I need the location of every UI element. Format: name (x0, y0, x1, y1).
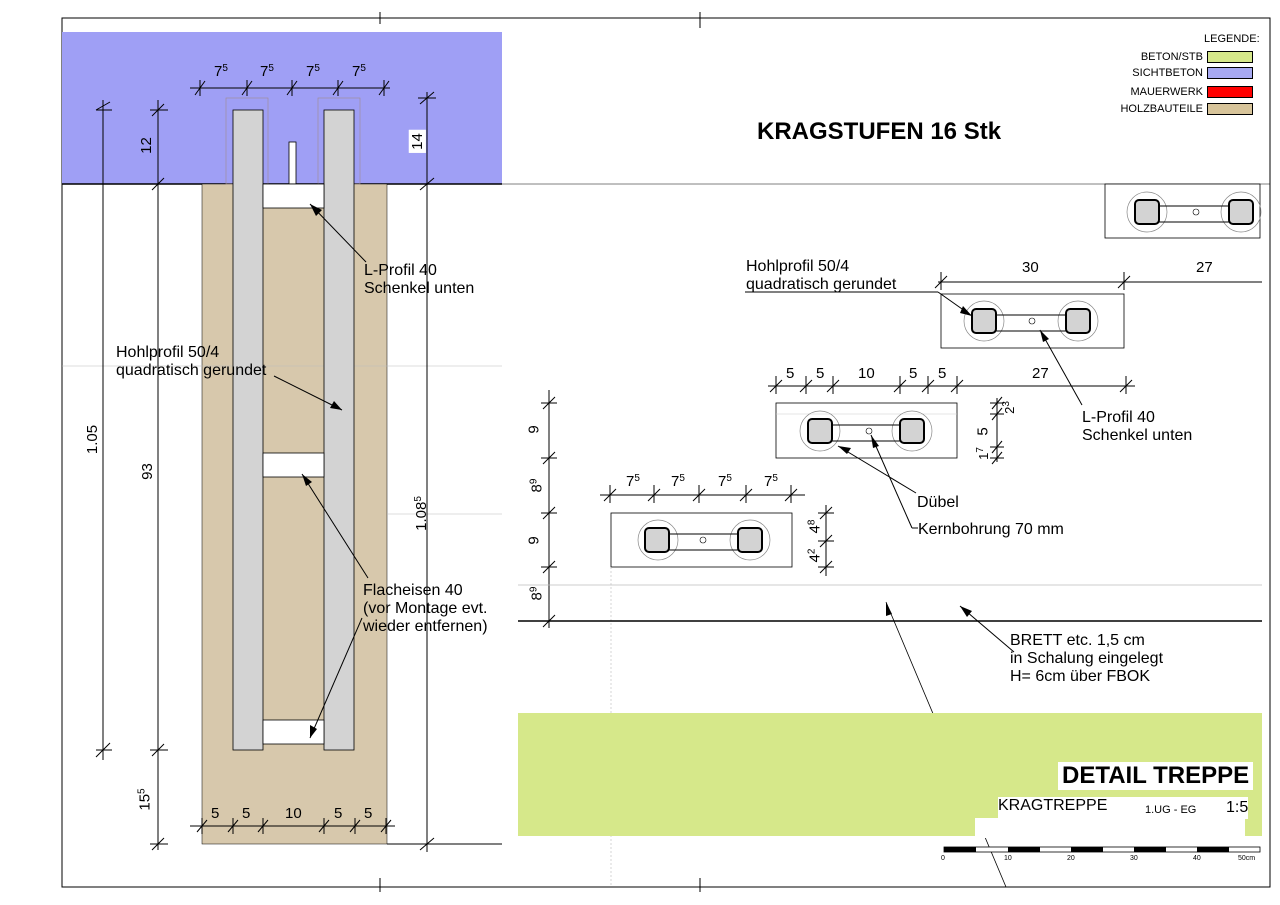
scalebar-tick: 0 (941, 855, 945, 862)
dim-m3: 10 (858, 365, 875, 382)
dim-30: 30 (1022, 259, 1039, 276)
legend-label: HOLZBAUTEILE (1120, 103, 1203, 115)
plate-lower (600, 485, 834, 576)
dim-v8-a: 89 (528, 478, 546, 493)
sichtbeton-area (62, 32, 502, 184)
dim-m1: 5 (786, 365, 795, 382)
legend-swatch (1207, 86, 1253, 98)
legend-item-holz: HOLZBAUTEILE (1120, 103, 1253, 115)
dim-bottom-1: 5 (211, 805, 220, 822)
dim-l2: 75 (671, 473, 685, 490)
dim-v8-b: 89 (528, 586, 546, 601)
dim-1-7: 17 (974, 447, 991, 460)
dim-top-1: 75 (214, 63, 228, 80)
dim-top-2: 75 (260, 63, 274, 80)
dim-93: 93 (138, 463, 156, 480)
scale-bar (943, 846, 1261, 853)
scalebar-tick: 30 (1130, 855, 1138, 862)
dim-top-4: 75 (352, 63, 366, 80)
dim-27-mid: 27 (1032, 365, 1049, 382)
dim-top-3: 75 (306, 63, 320, 80)
dim-4-2: 42 (806, 548, 824, 563)
dim-bottom-4: 5 (334, 805, 343, 822)
dim-5: 5 (974, 427, 992, 436)
dim-bottom-5: 5 (364, 805, 373, 822)
legend-label: SICHTBETON (1132, 67, 1203, 79)
dim-l3: 75 (718, 473, 732, 490)
dim-2-3: 23 (1000, 401, 1017, 414)
scalebar-tick: 50cm (1238, 855, 1256, 862)
stamp-title: DETAIL TREPPE (1058, 762, 1254, 790)
dim-m5: 5 (938, 365, 947, 382)
legend-item-beton: BETON/STB (1141, 51, 1253, 63)
dim-14: 14 (408, 130, 426, 153)
dim-108: 1.085 (412, 496, 430, 531)
dim-27-upper: 27 (1196, 259, 1213, 276)
legend-label: MAUERWERK (1130, 86, 1203, 98)
flat-bar-middle (262, 452, 325, 478)
legend-label: BETON/STB (1140, 51, 1203, 63)
page-title: KRAGSTUFEN 16 Stk (757, 118, 1002, 145)
legend-swatch (1207, 67, 1253, 79)
flat-bar-bottom (262, 719, 325, 745)
dim-bottom-2: 5 (242, 805, 251, 822)
label-flat-bar: Flacheisen 40(vor Montage evt.wieder ent… (363, 582, 488, 635)
stamp-row: KRAGTREPPE (998, 797, 1248, 819)
legend-item-sichtbeton: SICHTBETON (1132, 67, 1253, 79)
label-kernbohrung: Kernbohrung 70 mm (918, 521, 1064, 538)
stamp-floors: 1.UG - EG (1145, 804, 1197, 816)
dim-4-8: 48 (806, 519, 824, 534)
l-profile-left-section (262, 183, 325, 209)
legend-swatch (1207, 51, 1253, 63)
plate-upper (934, 272, 1262, 349)
stamp-scale: 1:5 (1226, 799, 1249, 816)
dim-bottom-3: 10 (285, 805, 302, 822)
dim-v9-a: 9 (525, 425, 543, 434)
wood-step-section (201, 183, 388, 845)
dim-105: 1.05 (84, 424, 102, 455)
legend-heading: LEGENDE: (1204, 33, 1260, 45)
drawing-frame (61, 17, 1271, 888)
dim-15: 155 (136, 788, 154, 811)
dim-l4: 75 (764, 473, 778, 490)
dim-m4: 5 (909, 365, 918, 382)
plate-middle (768, 376, 1135, 465)
label-duebel: Dübel (917, 494, 959, 511)
scalebar-tick: 10 (1004, 855, 1012, 862)
stamp-sub: KRAGTREPPE (998, 797, 1108, 814)
legend-swatch (1207, 103, 1253, 115)
scalebar-tick: 20 (1067, 855, 1075, 862)
dim-v9-b: 9 (525, 536, 543, 545)
dim-l1: 75 (626, 473, 640, 490)
dim-12: 12 (137, 135, 155, 156)
dim-m2: 5 (816, 365, 825, 382)
legend-item-mauerwerk: MAUERWERK (1130, 86, 1253, 98)
scalebar-tick: 40 (1193, 855, 1201, 862)
hollow-profile-left (232, 109, 264, 751)
hollow-profile-right (323, 109, 355, 751)
